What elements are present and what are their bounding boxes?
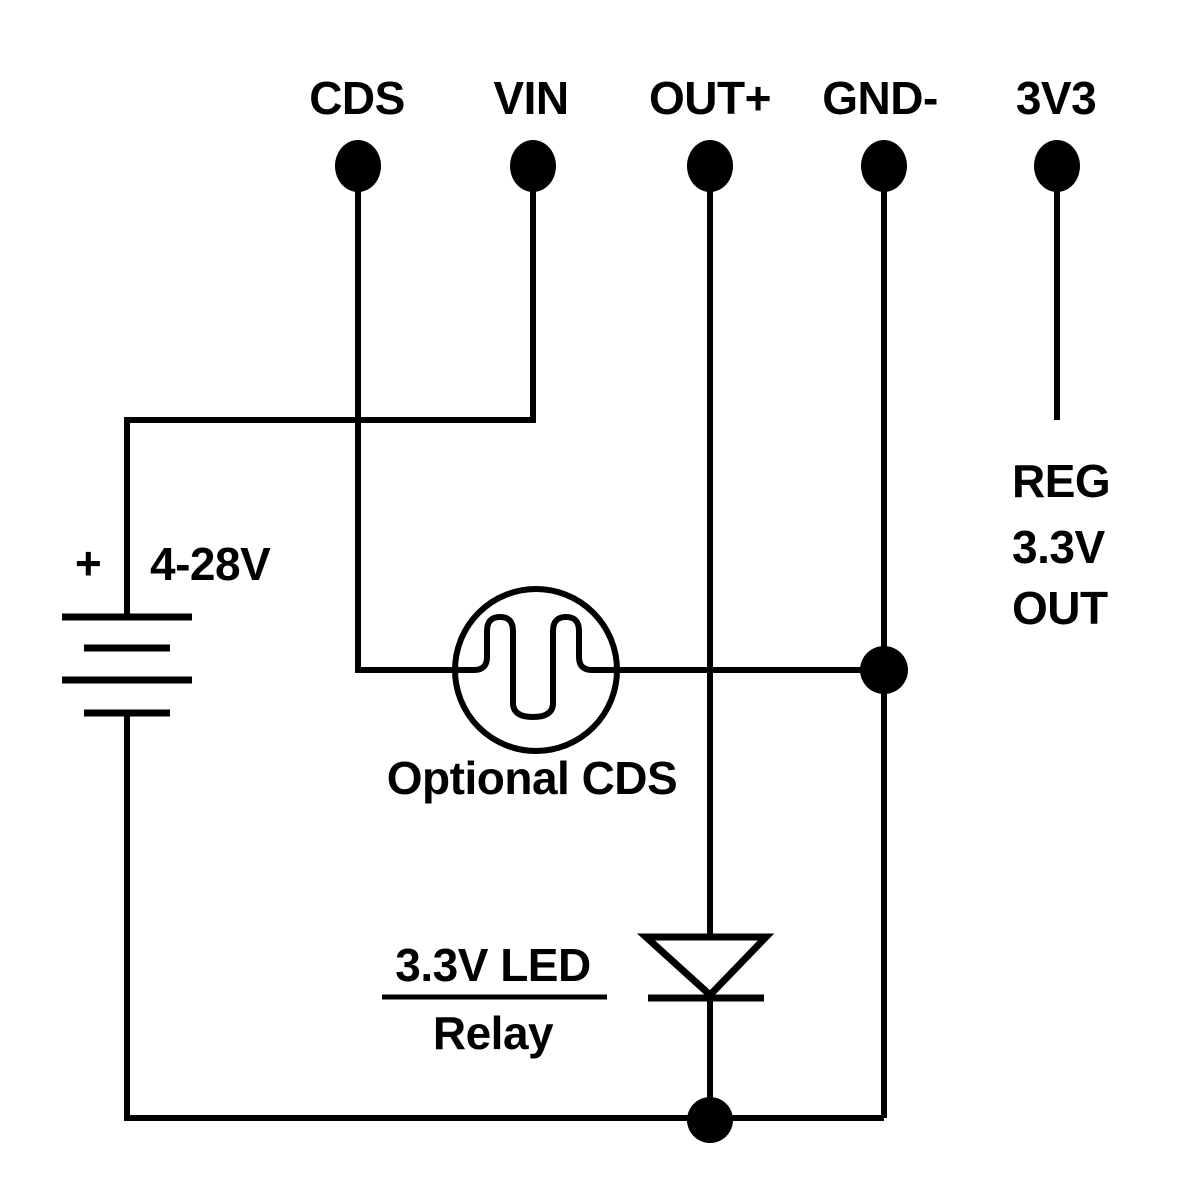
diode-symbol xyxy=(636,933,775,1002)
terminal-labels: CDS VIN OUT+ GND- 3V3 xyxy=(309,72,1096,124)
terminal-dot-3v3 xyxy=(1034,140,1080,192)
regulator-note-line2: 3.3V xyxy=(1012,521,1105,573)
junction-dot-bottom-rail xyxy=(687,1097,733,1143)
battery-voltage-label: 4-28V xyxy=(150,538,271,590)
regulator-output-note: REG 3.3V OUT xyxy=(1012,455,1111,634)
wires xyxy=(124,166,1060,1121)
terminal-dot-cds xyxy=(335,140,381,192)
wire-cds xyxy=(355,166,458,673)
terminal-dots xyxy=(335,140,1080,192)
regulator-note-line3: OUT xyxy=(1012,582,1108,634)
wire-bottom-rail xyxy=(124,713,884,1121)
battery-symbol: + 4-28V xyxy=(62,537,272,717)
regulator-note-line1: REG xyxy=(1012,455,1110,507)
terminal-dot-out xyxy=(687,140,733,192)
terminal-dot-vin xyxy=(510,140,556,192)
terminal-label-out: OUT+ xyxy=(649,72,771,124)
terminal-label-vin: VIN xyxy=(493,72,568,124)
junction-dots xyxy=(687,646,908,1143)
load-label: 3.3V LED Relay xyxy=(382,939,607,1059)
terminal-label-gnd: GND- xyxy=(822,72,938,124)
wire-power-rail xyxy=(124,417,536,617)
terminal-dot-gnd xyxy=(861,140,907,192)
photocell-symbol: Optional CDS xyxy=(387,586,678,804)
photocell-serpentine-track xyxy=(456,614,617,720)
load-label-bottom: Relay xyxy=(433,1007,554,1059)
load-label-top: 3.3V LED xyxy=(395,939,590,991)
terminal-label-3v3: 3V3 xyxy=(1016,72,1096,124)
diode-triangle xyxy=(636,933,775,1000)
photocell-label: Optional CDS xyxy=(387,752,677,804)
battery-polarity-label: + xyxy=(75,537,101,589)
terminal-label-cds: CDS xyxy=(309,72,405,124)
junction-dot-gnd-photocell xyxy=(860,646,908,694)
